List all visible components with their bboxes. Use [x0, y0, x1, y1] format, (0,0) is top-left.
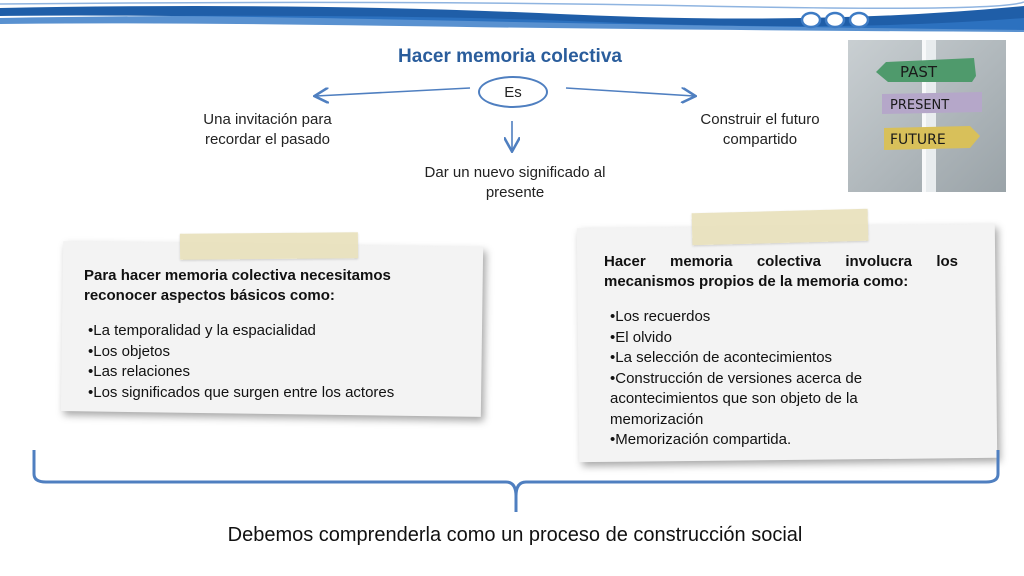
list-item: •La selección de acontecimientos	[610, 349, 833, 366]
right-note-list: •Los recuerdos •El olvido •La selección …	[610, 307, 930, 451]
center-node-label: Es	[504, 83, 522, 101]
list-item: •Los significados que surgen entre los a…	[88, 383, 395, 401]
signpost-photo: PAST PRESENT FUTURE	[848, 40, 1006, 192]
diagram-title: Hacer memoria colectiva	[398, 46, 622, 67]
conclusion-text: Debemos comprenderla como un proceso de …	[227, 524, 803, 546]
branch-present: Dar un nuevo significado al presente	[424, 164, 606, 201]
right-note-heading-line1: Hacer memoria colectiva involucra los	[604, 253, 958, 270]
list-item: •Memorización compartida.	[610, 431, 792, 448]
branch-past: Una invitación para recordar el pasado	[203, 111, 332, 148]
header-band	[0, 0, 1024, 40]
left-note-list: •La temporalidad y la espacialidad •Los …	[88, 321, 478, 403]
left-note-tape	[179, 232, 359, 260]
right-note-tape	[691, 208, 869, 246]
list-item: •Construcción de versiones acerca de aco…	[610, 369, 863, 428]
list-item: •Los objetos	[88, 342, 170, 360]
branch-future: Construir el futuro compartido	[700, 111, 820, 148]
arrow-right	[565, 87, 694, 96]
sign-past: PAST	[900, 63, 938, 81]
list-item: •Los recuerdos	[610, 308, 711, 325]
grouping-brace	[32, 450, 1000, 512]
left-note-heading: Para hacer memoria colectiva necesitamos…	[84, 267, 391, 304]
center-node: Es	[478, 76, 548, 108]
right-note-heading-line2: mecanismos propios de la memoria como:	[604, 273, 909, 290]
sign-future: FUTURE	[890, 132, 946, 148]
decorative-circles	[800, 11, 870, 29]
list-item: •El olvido	[610, 328, 672, 346]
sign-present: PRESENT	[890, 98, 949, 113]
arrow-left	[316, 87, 471, 96]
list-item: •La temporalidad y la espacialidad	[88, 322, 316, 339]
list-item: •Las relaciones	[88, 363, 190, 380]
